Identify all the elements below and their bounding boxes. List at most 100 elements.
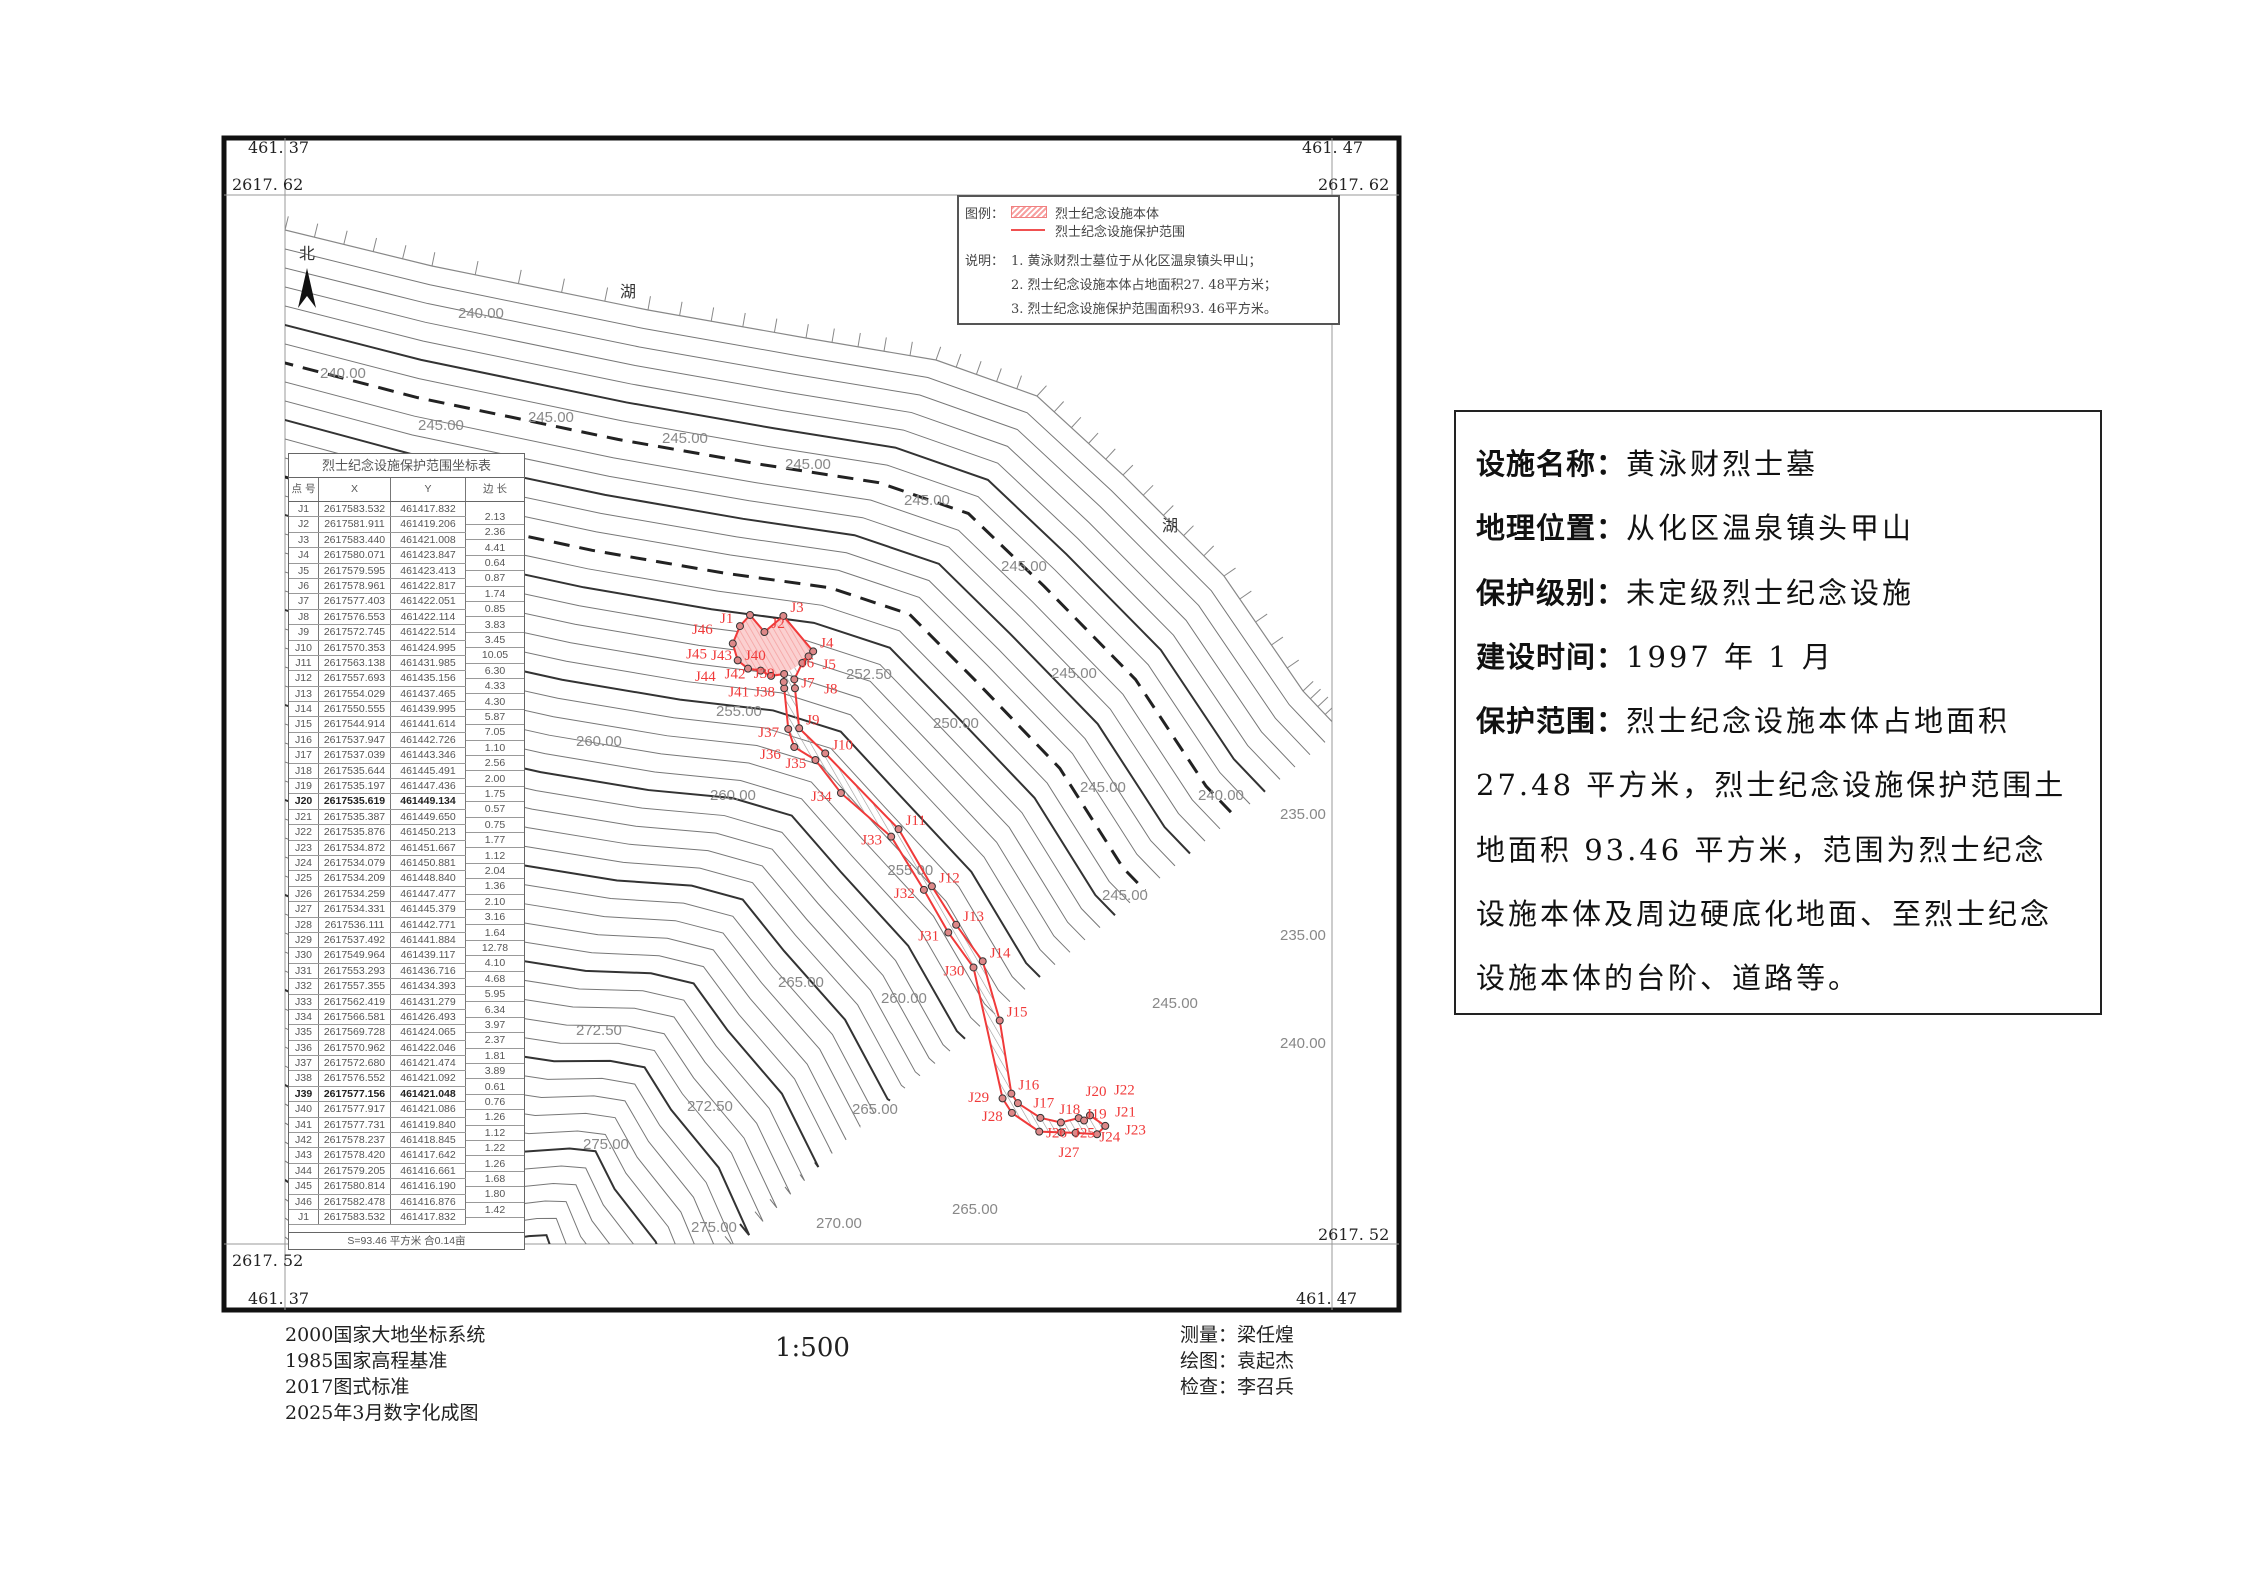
header-edge-length: 边 长 <box>483 483 507 495</box>
x-coord: 2617570.353 <box>319 640 391 655</box>
shore-tick <box>831 328 835 343</box>
point-id: J13 <box>289 686 319 702</box>
point-id: J6 <box>289 578 319 594</box>
contour-line <box>285 400 1206 842</box>
point-label: J21 <box>1115 1105 1136 1121</box>
boundary-point <box>978 957 987 966</box>
point-label: J44 <box>695 669 716 685</box>
boundary-point <box>1086 1111 1095 1120</box>
signers: 测量：梁任煌 绘图：袁起杰 检查：李召兵 <box>1180 1322 1294 1400</box>
y-coord: 461445.379 <box>391 902 466 917</box>
edge-length: 3.16 <box>466 910 524 926</box>
grid-label-north-left: 2617. 62 <box>232 175 303 194</box>
point-id: J15 <box>289 717 319 732</box>
contour-label: 235.00 <box>1280 806 1326 823</box>
point-id: J35 <box>289 1025 319 1040</box>
contour-line <box>285 286 1296 768</box>
point-id: J28 <box>289 917 319 932</box>
surveyor: 测量：梁任煌 <box>1180 1324 1295 1346</box>
y-coord: 461422.817 <box>391 578 466 594</box>
edge-length: 2.56 <box>466 756 524 772</box>
y-coord: 461421.474 <box>391 1056 466 1071</box>
point-id: J41 <box>289 1117 319 1133</box>
shore-tick <box>1310 688 1321 700</box>
point-id: J38 <box>289 1071 319 1086</box>
y-coord: 461431.985 <box>391 655 466 671</box>
edge-length: 0.57 <box>466 802 524 818</box>
coordinate-system-note: 2000国家大地坐标系统 <box>285 1324 486 1346</box>
x-coord: 2617582.478 <box>319 1194 391 1209</box>
lake-shoreline <box>285 216 1343 723</box>
point-label: J43 <box>711 648 732 664</box>
grid-label-south-left: 2617. 52 <box>232 1251 303 1270</box>
road-edge-dashed <box>285 361 1237 818</box>
legend-range-label: 烈士纪念设施保护范围 <box>1055 225 1186 240</box>
contour-label: 270.00 <box>816 1215 862 1232</box>
point-label: J34 <box>811 789 832 805</box>
boundary-point <box>836 788 845 797</box>
boundary-point <box>735 622 744 631</box>
shore-tick <box>431 252 436 267</box>
edge-length: 1.26 <box>466 1110 524 1126</box>
x-coord: 2617534.079 <box>319 855 391 871</box>
y-coord: 461450.881 <box>391 855 466 871</box>
point-label: J24 <box>1099 1129 1120 1145</box>
shore-tick <box>1333 713 1343 723</box>
table-title: 烈士纪念设施保护范围坐标表 <box>289 454 524 478</box>
contour-label: 240.00 <box>320 365 366 382</box>
boundary-point <box>1071 1128 1080 1137</box>
shore-tick <box>285 216 289 231</box>
boundary-point <box>760 628 769 637</box>
point-id: J10 <box>289 640 319 655</box>
boundary-point <box>969 963 978 972</box>
contour-label: 275.00 <box>691 1219 737 1236</box>
x-coord: 2617536.111 <box>319 917 391 932</box>
point-id: J5 <box>289 563 319 578</box>
y-coord: 461421.092 <box>391 1071 466 1086</box>
range-line-swatch <box>1011 229 1045 231</box>
boundary-point <box>798 658 807 667</box>
point-id: J8 <box>289 609 319 625</box>
shore-tick <box>402 245 407 259</box>
point-label: J33 <box>861 833 882 849</box>
y-coord: 461451.667 <box>391 840 466 855</box>
boundary-point <box>811 755 820 764</box>
edge-length: 0.64 <box>466 556 524 572</box>
shore-tick <box>1088 432 1099 444</box>
point-label: J11 <box>906 813 926 829</box>
shore-tick <box>1105 448 1116 460</box>
point-id: J33 <box>289 994 319 1009</box>
note-2: 2. 烈士纪念设施本体占地面积27. 48平方米； <box>1011 278 1277 293</box>
shore-tick <box>1183 525 1194 536</box>
shore-tick <box>561 278 565 293</box>
map-standard-notes: 2000国家大地坐标系统 1985国家高程基准 2017图式标准 2025年3月… <box>285 1322 485 1426</box>
contour-label: 252.50 <box>846 666 892 683</box>
point-label: J36 <box>760 747 781 763</box>
x-coord: 2617557.355 <box>319 979 391 994</box>
point-id: J37 <box>289 1056 319 1071</box>
x-coord: 2617537.492 <box>319 932 391 948</box>
checker: 检查：李召兵 <box>1180 1376 1295 1398</box>
shore-tick <box>1203 545 1215 557</box>
contour-label: 260.00 <box>576 733 622 750</box>
point-id: J25 <box>289 871 319 886</box>
point-label: J5 <box>822 657 835 673</box>
point-id: J22 <box>289 825 319 840</box>
x-coord: 2617537.039 <box>319 748 391 763</box>
contour-label: 245.00 <box>1080 779 1126 796</box>
point-label: J29 <box>968 1090 989 1106</box>
x-coord: 2617534.209 <box>319 871 391 886</box>
contour-label: 235.00 <box>1280 927 1326 944</box>
point-id: J3 <box>289 532 319 548</box>
x-coord: 2617553.293 <box>319 963 391 979</box>
point-label: J31 <box>918 929 939 945</box>
point-label: J25 <box>1074 1125 1095 1141</box>
map-standard-note: 2017图式标准 <box>285 1376 410 1398</box>
edge-length: 2.37 <box>466 1033 524 1049</box>
edge-length: 1.80 <box>466 1187 524 1203</box>
